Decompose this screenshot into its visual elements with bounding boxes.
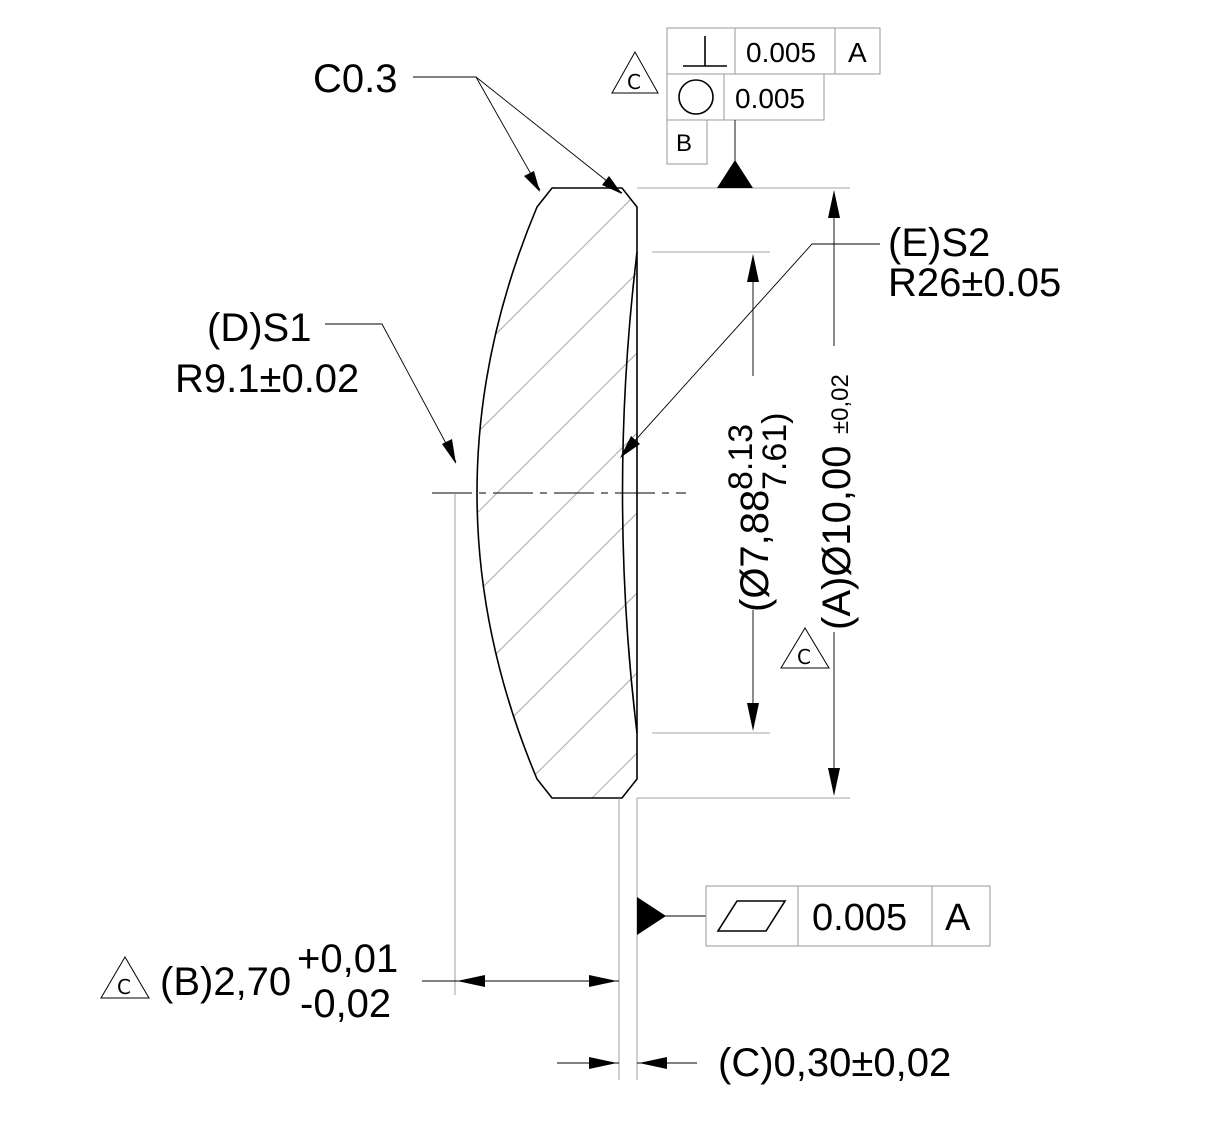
s1-radius: R9.1±0.02 xyxy=(175,357,359,401)
diameter-dimension: (A)Ø10,00 ±0,02 C xyxy=(780,190,859,796)
edge-thickness-dimension: (C)0,30±0,02 xyxy=(557,1041,951,1085)
s2-surface-curve xyxy=(621,251,638,734)
fcf-flatness: 0.005 A xyxy=(637,885,991,947)
clear-aperture-upper: 8.13 xyxy=(722,424,760,490)
svg-text:C: C xyxy=(797,645,811,669)
thickness-nominal: (B)2,70 xyxy=(160,960,291,1004)
perpendicularity-icon xyxy=(683,36,727,67)
fcf-top-row1-value: 0.005 xyxy=(746,37,816,68)
flatness-icon xyxy=(716,900,787,932)
chamfer-callout: C0.3 xyxy=(313,57,623,194)
s2-radius: R26±0.05 xyxy=(888,261,1061,305)
fcf-top-row3-datum: B xyxy=(676,130,692,157)
thickness-tol-upper: +0,01 xyxy=(297,937,398,981)
critical-marker-top: C xyxy=(611,50,659,94)
chamfer-label: C0.3 xyxy=(313,57,398,101)
section-hatching xyxy=(477,188,637,798)
datum-triangle-flat xyxy=(637,897,666,935)
thickness-dimension: C (B)2,70 +0,01 -0,02 xyxy=(100,937,619,1026)
clear-aperture-nominal: (Ø7,88 xyxy=(733,490,777,612)
fcf-top-row2-value: 0.005 xyxy=(735,83,805,114)
lens-body xyxy=(432,187,686,799)
thickness-tol-lower: -0,02 xyxy=(300,982,391,1026)
svg-text:C: C xyxy=(117,975,131,999)
edge-thickness-label: (C)0,30±0,02 xyxy=(718,1041,951,1085)
svg-text:C: C xyxy=(627,70,641,94)
fcf-top-row1-datum: A xyxy=(848,37,867,68)
diameter-tolerance: ±0,02 xyxy=(827,374,854,434)
s1-label: (D)S1 xyxy=(207,306,311,350)
diameter-nominal: (A)Ø10,00 xyxy=(815,445,859,630)
lens-outline xyxy=(476,187,638,799)
clear-aperture-lower: 7.61) xyxy=(756,413,794,491)
fcf-flat-datum: A xyxy=(945,897,971,939)
critical-marker-thickness: C xyxy=(100,956,150,999)
s2-label: (E)S2 xyxy=(888,221,990,265)
s1-callout: (D)S1 R9.1±0.02 xyxy=(175,306,457,464)
clear-aperture-dimension: (Ø7,88 8.13 7.61) xyxy=(722,254,794,731)
s2-callout: (E)S2 R26±0.05 xyxy=(620,221,1061,458)
fcf-flat-value: 0.005 xyxy=(812,897,907,939)
circularity-icon xyxy=(678,79,714,115)
fcf-perpendicularity-roundness: 0.005 A 0.005 B C xyxy=(611,27,881,188)
datum-triangle-top xyxy=(717,160,753,188)
critical-marker-diameter: C xyxy=(780,627,830,669)
